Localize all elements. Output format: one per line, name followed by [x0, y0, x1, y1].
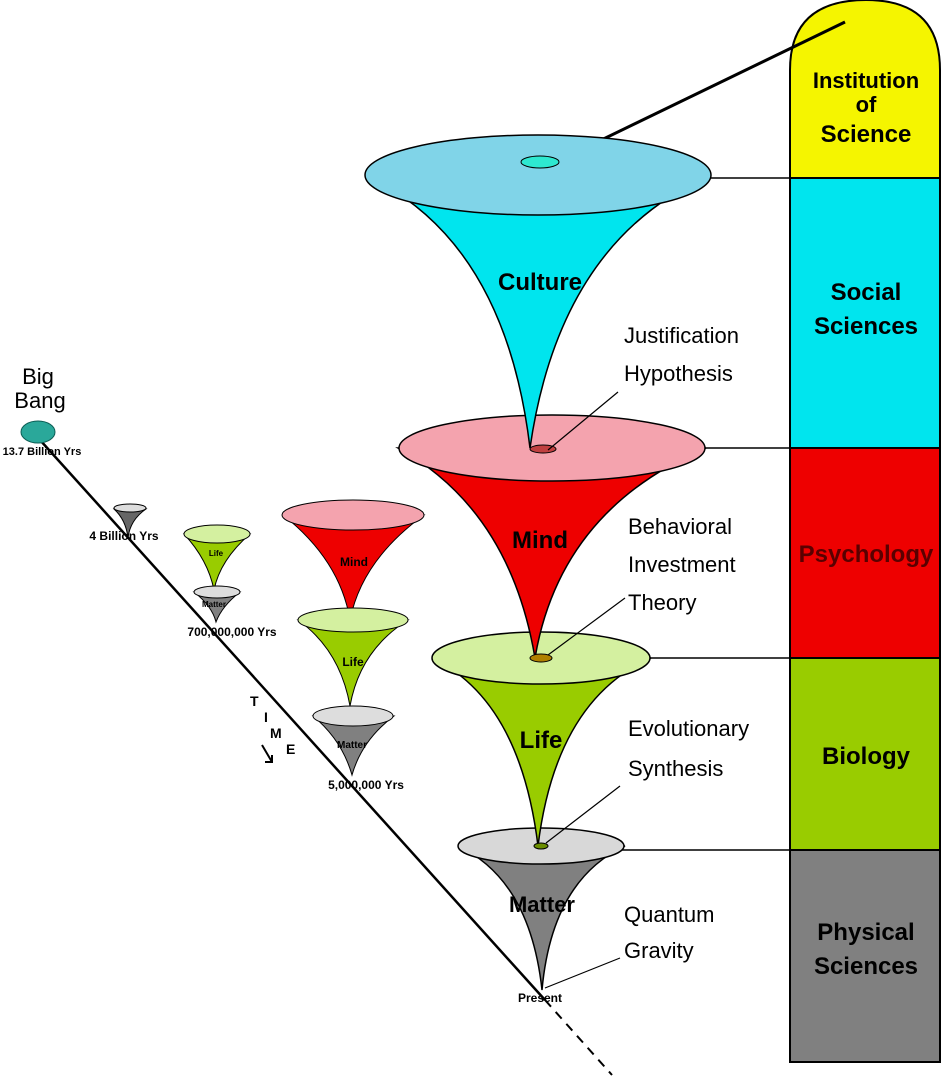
small-matter-label: Matter: [202, 600, 226, 609]
justification-label-line1: Justification: [624, 323, 739, 348]
joint-pointers: [544, 391, 626, 989]
timeline-future-dashed: [544, 999, 613, 1076]
evolutionary-label-line2: Synthesis: [628, 756, 723, 781]
big-bang-time-label: 13.7 Billion Yrs: [3, 446, 82, 458]
justification-label-line2: Hypothesis: [624, 361, 733, 386]
big-bang-label-line2: Bang: [14, 388, 65, 413]
time-letter-t: T: [250, 693, 259, 709]
science-spot: [520, 155, 560, 169]
time-5-million-label: 5,000,000 Yrs: [328, 778, 404, 792]
physical-sciences-label-line1: Physical: [817, 919, 914, 946]
time-arrow-icon: [261, 744, 273, 763]
psychology-label: Psychology: [799, 541, 934, 568]
matter-cone-4b-body: [112, 508, 148, 539]
joint-labels: Justification Hypothesis Behavioral Inve…: [624, 323, 749, 963]
big-bang-globe-icon: [20, 420, 56, 444]
culture-cone: Culture: [364, 134, 712, 454]
behavioral-label-line3: Theory: [628, 590, 696, 615]
matter-cone-4-billion: 4 Billion Yrs: [89, 503, 159, 543]
stack-5-million: Mind Life Matter 5,000,000 Yrs: [281, 499, 426, 792]
institution-label-line2: of: [856, 92, 877, 117]
social-sciences-block: [789, 177, 941, 449]
rim-connectors: [559, 20, 846, 851]
mid-matter-cone-top: [312, 705, 394, 727]
institution-label-line3: Science: [821, 121, 912, 148]
stack-700-million: Life Matter 700,000,000 Yrs: [182, 524, 277, 639]
time-letter-m: M: [270, 725, 282, 741]
small-matter-cone-body: [192, 591, 242, 624]
mid-mind-cone-top: [281, 499, 425, 531]
behavioral-pointer: [547, 597, 626, 656]
institution-of-science-block: [789, 0, 941, 179]
matter-label: Matter: [509, 892, 575, 917]
matter-cone-4b-top: [113, 503, 147, 513]
present-label: Present: [518, 991, 562, 1005]
culture-mind-joint: [529, 444, 557, 454]
behavioral-label-line2: Investment: [628, 552, 736, 577]
physical-sciences-label-line2: Sciences: [814, 953, 918, 980]
time-4-billion-label: 4 Billion Yrs: [89, 529, 158, 543]
evolutionary-pointer: [545, 785, 621, 844]
institution-label-line1: Institution: [813, 68, 919, 93]
life-cone: Life: [431, 631, 652, 850]
physical-sciences-block: [789, 849, 941, 1063]
quantum-label-line1: Quantum: [624, 902, 715, 927]
institution-pointer-line: [559, 20, 846, 162]
mid-life-cone-top: [297, 607, 409, 633]
social-sciences-label-line1: Social: [831, 279, 902, 306]
behavioral-label-line1: Behavioral: [628, 514, 732, 539]
social-sciences-label-line2: Sciences: [814, 313, 918, 340]
biology-label: Biology: [822, 743, 911, 770]
mid-mind-label: Mind: [340, 555, 368, 569]
matter-cone: Matter Present: [457, 827, 626, 1005]
time-letter-i: I: [264, 709, 268, 725]
small-life-label: Life: [209, 549, 224, 558]
timeline-line: [39, 439, 546, 1001]
matter-cone-body: [457, 845, 626, 991]
mid-life-label: Life: [342, 655, 364, 669]
mind-life-joint: [529, 653, 553, 663]
time-700-million-label: 700,000,000 Yrs: [187, 625, 277, 639]
evolutionary-label-line1: Evolutionary: [628, 716, 749, 741]
quantum-label-line2: Gravity: [624, 938, 694, 963]
culture-label: Culture: [498, 269, 582, 296]
small-matter-cone-top: [193, 585, 241, 599]
mid-matter-label: Matter: [337, 740, 367, 751]
biology-block: [789, 657, 941, 851]
quantum-pointer: [544, 957, 621, 989]
discipline-column: Institution of Science Social Sciences P…: [789, 0, 941, 1063]
life-matter-joint: [533, 842, 549, 850]
time-letter-e: E: [286, 741, 295, 757]
small-life-cone-top: [183, 524, 251, 544]
big-bang: Big Bang 13.7 Billion Yrs: [3, 364, 82, 458]
culture-cone-top: [364, 134, 712, 216]
mid-matter-cone-body: [311, 715, 396, 777]
time-marker: T I M E: [250, 693, 295, 763]
justification-pointer: [547, 391, 619, 451]
mind-label: Mind: [512, 527, 568, 554]
timeline: [39, 439, 613, 1076]
life-label: Life: [520, 727, 563, 754]
culture-cone-body: [364, 174, 712, 449]
big-bang-label-line1: Big: [22, 364, 54, 389]
